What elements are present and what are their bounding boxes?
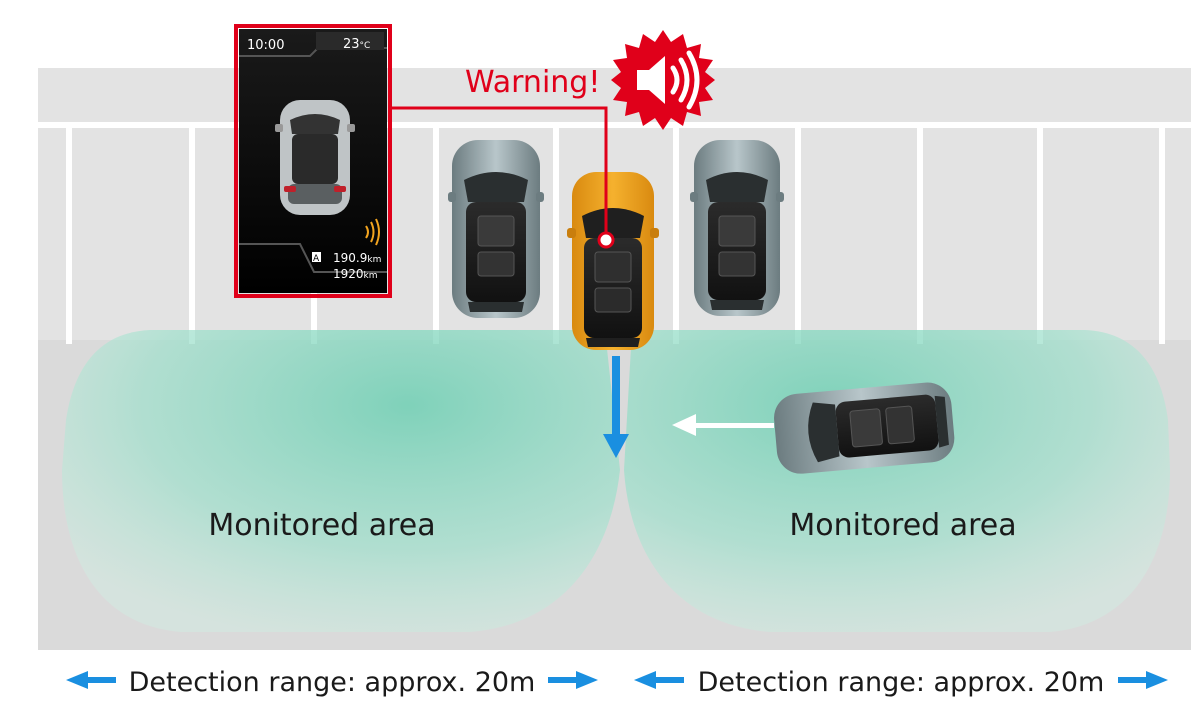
detection-range-left-label: Detection range: approx. 20m	[129, 667, 536, 698]
callout-connector-line	[390, 106, 608, 238]
detection-range-right-label: Detection range: approx. 20m	[698, 667, 1105, 698]
parked-car-right	[690, 140, 784, 316]
warning-label: Warning!	[465, 65, 600, 100]
detection-range-left: Detection range: approx. 20m	[66, 667, 598, 698]
approaching-car	[774, 382, 955, 474]
callout-anchor-dot	[597, 231, 615, 249]
detection-range-right: Detection range: approx. 20m	[634, 667, 1168, 698]
rear-sonar-waves-icon	[365, 218, 380, 246]
meter-car-graphic	[275, 100, 355, 215]
approach-direction-arrow	[672, 414, 774, 436]
parking-stall-lines	[38, 122, 1191, 344]
meter-trip-distance: 190.9km	[333, 251, 381, 265]
meter-temperature: 23°C	[343, 37, 370, 52]
monitored-area-right-label: Monitored area	[789, 508, 1016, 543]
meter-time: 10:00	[247, 38, 284, 53]
monitored-zone-right	[624, 330, 1170, 632]
meter-display: 10:00 23°C A 190.9km 1920km	[234, 24, 392, 298]
reverse-direction-arrow	[603, 356, 629, 458]
monitored-area-left-label: Monitored area	[208, 508, 435, 543]
meter-mode-badge: A	[313, 254, 320, 264]
speaker-sound-icon	[611, 30, 715, 130]
monitored-zone-left	[62, 330, 620, 632]
own-car-reversing	[567, 172, 659, 350]
meter-odometer: 1920km	[333, 267, 378, 281]
parked-car-left	[448, 140, 544, 318]
